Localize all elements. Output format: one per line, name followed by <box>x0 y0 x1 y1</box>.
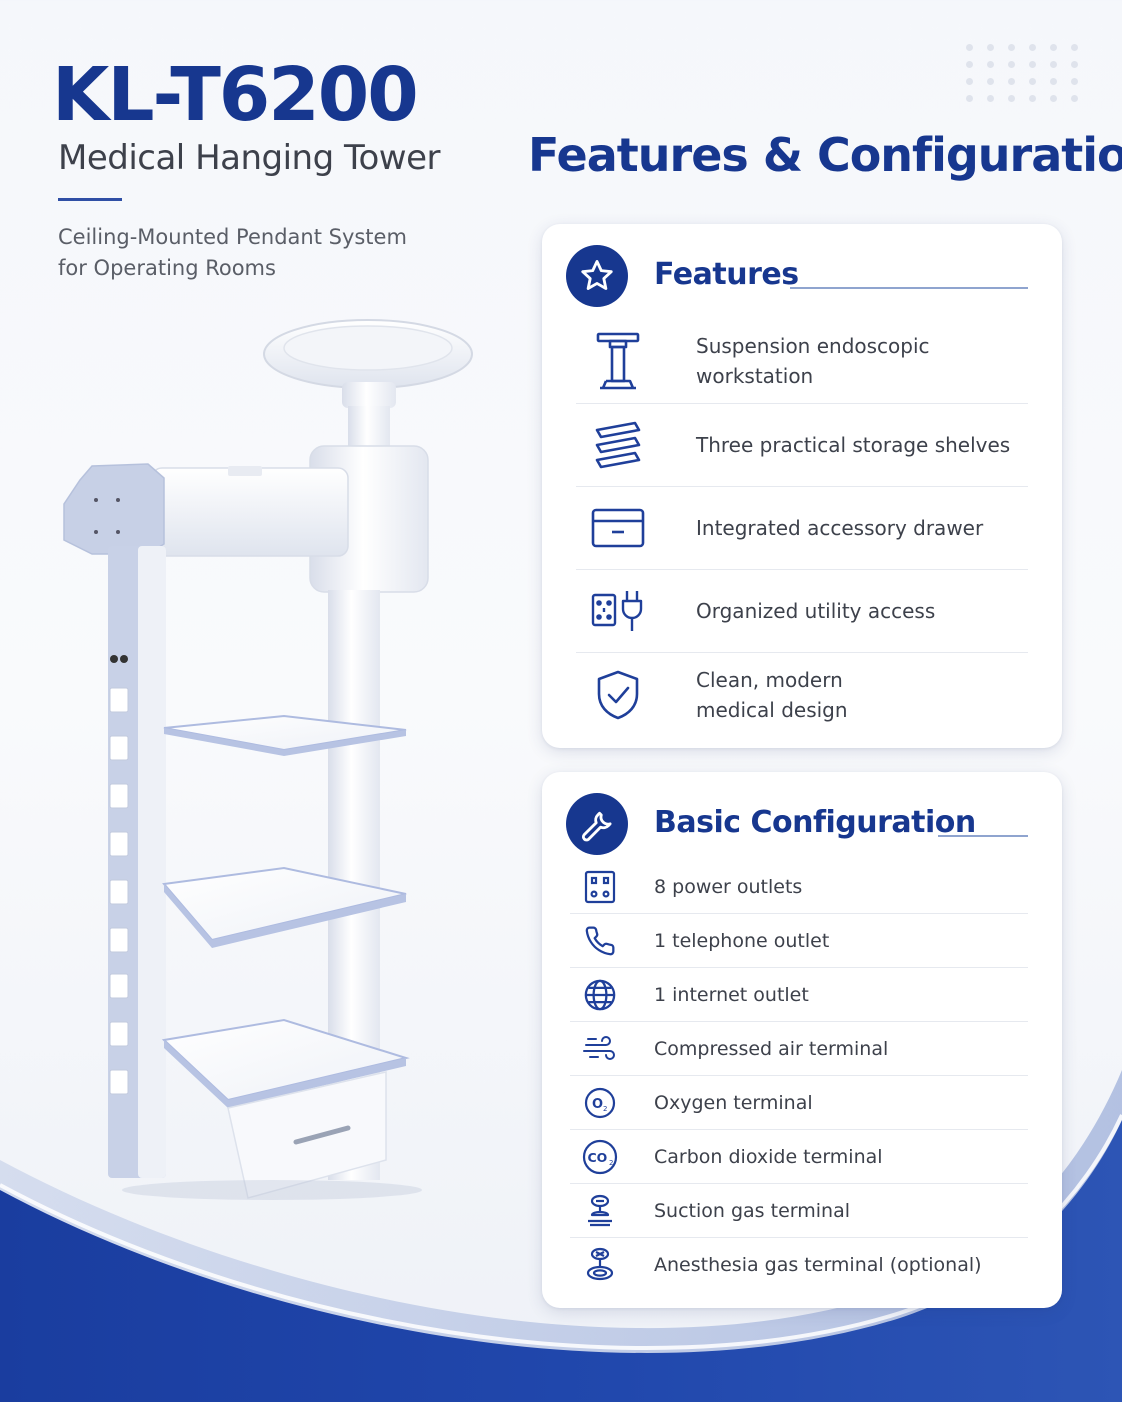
feature-label: Organized utility access <box>696 596 935 626</box>
config-label: Carbon dioxide terminal <box>654 1145 883 1168</box>
tagline: Ceiling-Mounted Pendant System for Opera… <box>58 222 407 284</box>
product-name: Medical Hanging Tower <box>58 138 440 178</box>
page-heading: Features & Configuration <box>528 128 1122 182</box>
features-title: Features <box>654 257 799 292</box>
config-item: 1 internet outlet <box>570 968 1028 1022</box>
config-label: 8 power outlets <box>654 875 803 898</box>
air-icon <box>583 1035 615 1060</box>
outlet-plug-icon <box>591 591 643 631</box>
wrench-icon <box>582 811 612 842</box>
config-item: 1 telephone outlet <box>570 914 1028 968</box>
config-label: Suction gas terminal <box>654 1199 850 1222</box>
config-item: O 2 Oxygen terminal <box>570 1076 1028 1130</box>
feature-line: Three practical storage shelves <box>696 433 1011 457</box>
config-label: Oxygen terminal <box>654 1091 813 1114</box>
configuration-title-rule <box>938 835 1028 837</box>
config-label: 1 telephone outlet <box>654 929 830 952</box>
feature-line: workstation <box>696 363 814 388</box>
feature-label: Suspension endoscopic workstation <box>696 331 930 391</box>
globe-icon <box>584 979 616 1010</box>
co2-icon: CO 2 <box>582 1139 618 1174</box>
feature-item: Organized utility access <box>576 570 1028 653</box>
feature-label: Clean, modern medical design <box>696 665 848 725</box>
feature-item: Integrated accessory drawer <box>576 487 1028 570</box>
feature-line: Suspension endoscopic <box>696 333 930 358</box>
feature-item: Clean, modern medical design <box>576 653 1028 737</box>
config-label: Compressed air terminal <box>654 1037 889 1060</box>
configuration-badge <box>566 793 628 855</box>
configuration-title: Basic Configuration <box>654 805 976 840</box>
product-model-title: KL-T6200 <box>52 52 419 138</box>
anesthesia-icon <box>586 1247 614 1281</box>
config-label: Anesthesia gas terminal (optional) <box>654 1254 982 1276</box>
config-item: Anesthesia gas terminal (optional) <box>570 1238 1028 1292</box>
config-item: CO 2 Carbon dioxide terminal <box>570 1130 1028 1184</box>
configuration-card: Basic Configuration 8 power outlets 1 te… <box>542 772 1062 1308</box>
star-icon <box>581 260 613 290</box>
oxygen-icon: O 2 <box>584 1087 616 1118</box>
svg-text:2: 2 <box>609 1159 613 1167</box>
features-title-rule <box>790 287 1028 289</box>
power-outlet-icon <box>584 870 616 903</box>
phone-icon <box>585 926 615 955</box>
shield-check-icon <box>597 670 639 720</box>
feature-item: Three practical storage shelves <box>576 404 1028 487</box>
feature-line: Integrated accessory drawer <box>696 516 984 540</box>
config-label: 1 internet outlet <box>654 983 809 1006</box>
config-item: 8 power outlets <box>570 860 1028 914</box>
tagline-line: for Operating Rooms <box>58 256 276 280</box>
config-item: Suction gas terminal <box>570 1184 1028 1238</box>
workstation-icon <box>596 332 640 389</box>
svg-text:2: 2 <box>603 1105 607 1113</box>
svg-text:CO: CO <box>588 1150 608 1165</box>
drawer-icon <box>591 508 645 548</box>
feature-line: Clean, modern <box>696 668 843 692</box>
feature-line: medical design <box>696 698 848 722</box>
hanging-tower-illustration <box>63 319 473 1200</box>
features-badge <box>566 245 628 307</box>
config-item: Compressed air terminal <box>570 1022 1028 1076</box>
feature-label: Integrated accessory drawer <box>696 513 983 543</box>
suction-icon <box>588 1194 612 1226</box>
feature-item: Suspension endoscopic workstation <box>576 318 1028 404</box>
shelves-icon <box>595 421 641 469</box>
tagline-line: Ceiling-Mounted Pendant System <box>58 225 407 249</box>
features-card: Features Suspension endoscopic workstati… <box>542 224 1062 748</box>
feature-label: Three practical storage shelves <box>696 430 1010 460</box>
decorative-dot-grid <box>966 44 1081 102</box>
svg-text:O: O <box>592 1097 603 1112</box>
title-underline <box>58 198 122 201</box>
feature-line: Organized utility access <box>696 599 936 623</box>
